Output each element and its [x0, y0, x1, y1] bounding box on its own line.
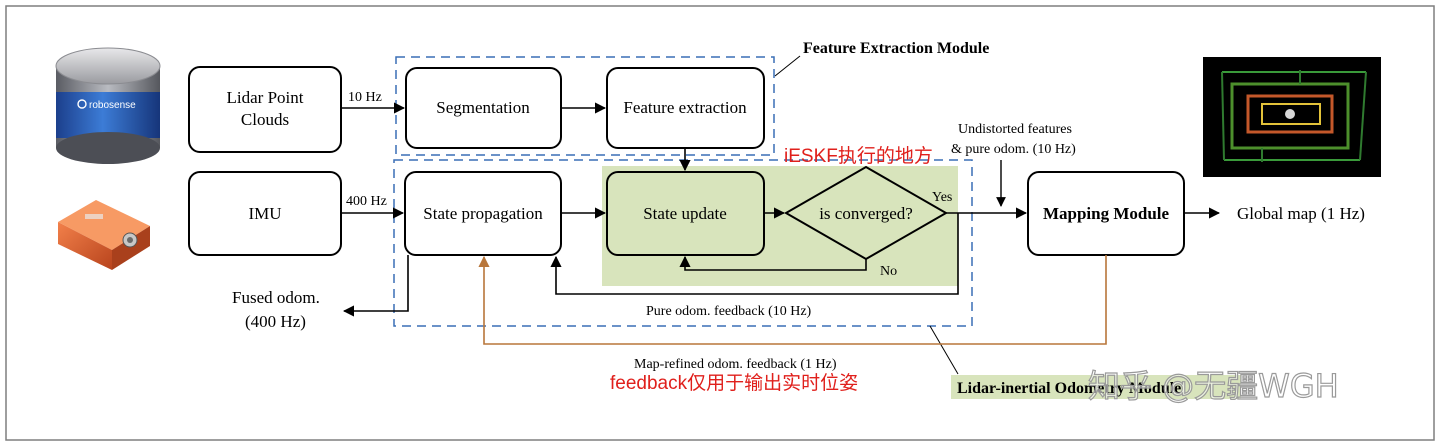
- imu-device-image: [58, 200, 150, 270]
- lio-module-callout-line: [929, 325, 959, 375]
- yes-label: Yes: [932, 190, 952, 205]
- lio-module-title: Lidar-inertial Odometry Module: [957, 380, 1181, 397]
- lio-module-highlight: [951, 375, 1241, 399]
- no-label: No: [880, 264, 897, 279]
- lidar-brand-text: robosense: [89, 100, 136, 111]
- edge-map-refined-feedback: [478, 255, 1107, 345]
- imu-rate-label: 400 Hz: [346, 194, 387, 209]
- lidar-node-label-line2: Clouds: [241, 110, 289, 129]
- fused-label-line1: Fused odom.: [232, 288, 320, 307]
- segmentation-node-label: Segmentation: [436, 98, 530, 117]
- lidar-device-image: robosense: [55, 47, 161, 164]
- feature-module-callout-line: [774, 55, 801, 77]
- lidar-node: [188, 66, 342, 153]
- undistorted-label-line1: Undistorted features: [958, 122, 1072, 137]
- lidar-rate-label: 10 Hz: [348, 90, 382, 105]
- undistorted-label-line2: & pure odom. (10 Hz): [951, 142, 1076, 157]
- state-update-node-label: State update: [643, 204, 727, 223]
- fused-label-line2: (400 Hz): [245, 312, 306, 331]
- outer-frame: [5, 5, 1435, 441]
- ieskf-annotation: iESKF执行的地方: [784, 145, 933, 167]
- watermark-text: 知乎 @无疆WGH: [1088, 367, 1339, 405]
- global-map-label: Global map (1 Hz): [1237, 204, 1365, 223]
- imu-node-label: IMU: [248, 204, 281, 223]
- state-propagation-node-label: State propagation: [423, 204, 543, 223]
- mapping-module-node-label: Mapping Module: [1043, 204, 1170, 223]
- edge-pure-odom-feedback: [550, 213, 959, 295]
- feedback-annotation: feedback仅用于输出实时位姿: [610, 372, 858, 394]
- edge-fused-odom-output: [342, 255, 409, 317]
- feature-extraction-node-label: Feature extraction: [623, 98, 747, 117]
- lidar-node-label-line1: Lidar Point: [227, 88, 304, 107]
- edge-no-loop: [679, 255, 867, 271]
- pure-feedback-label: Pure odom. feedback (10 Hz): [646, 304, 812, 319]
- feature-module-title: Feature Extraction Module: [803, 40, 989, 57]
- converged-decision-label: is converged?: [819, 204, 913, 223]
- map-refined-label: Map-refined odom. feedback (1 Hz): [634, 357, 837, 372]
- global-map-image: [1203, 57, 1381, 177]
